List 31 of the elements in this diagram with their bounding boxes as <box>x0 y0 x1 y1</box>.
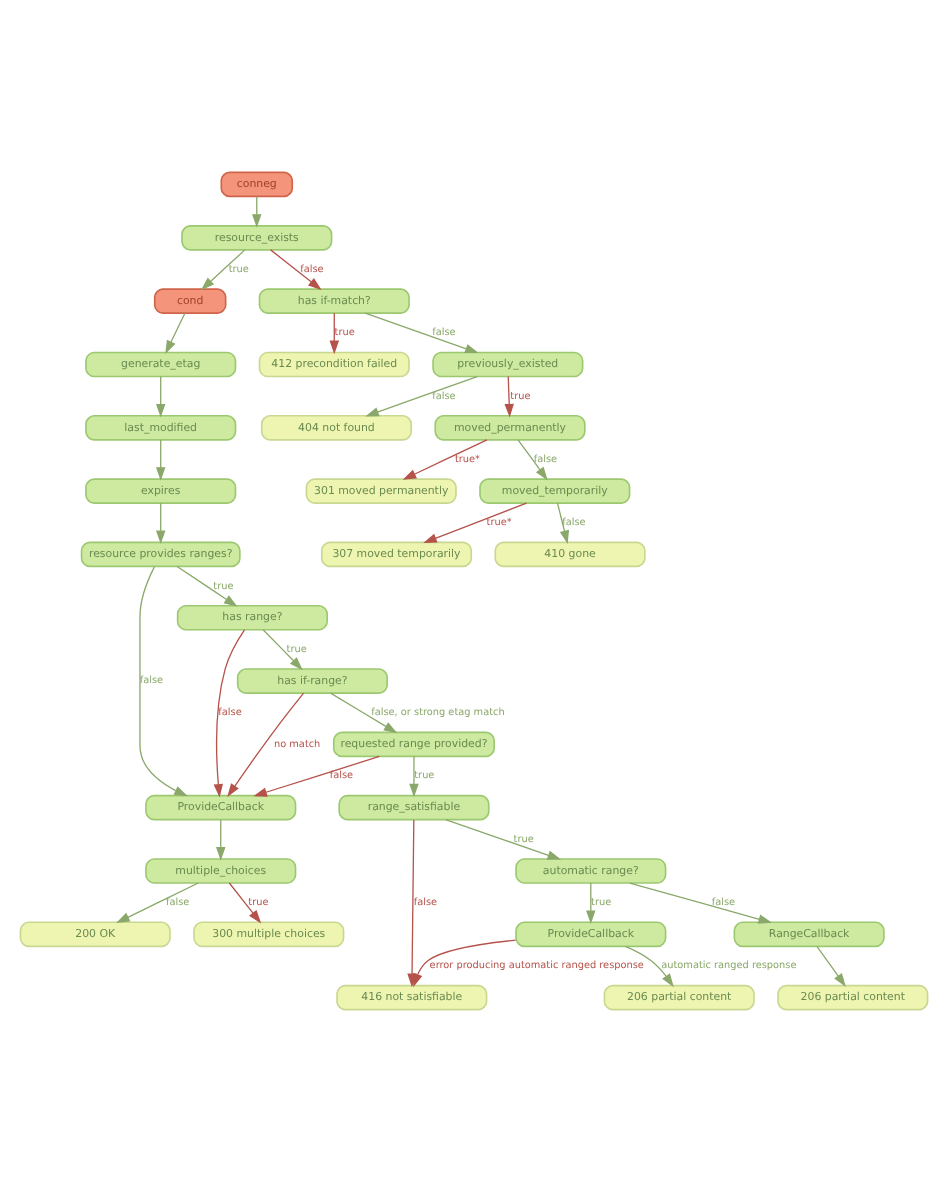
arrow <box>165 311 186 353</box>
arrow <box>624 944 674 987</box>
arrow <box>269 248 322 290</box>
arrow <box>402 438 488 479</box>
arrow <box>227 691 305 797</box>
arrow <box>413 938 517 987</box>
arrow <box>155 374 166 417</box>
arrow <box>262 628 303 670</box>
arrow <box>504 374 514 417</box>
arrow <box>423 501 528 542</box>
arrow <box>253 754 381 796</box>
arrow <box>228 881 262 923</box>
arrow <box>365 374 478 416</box>
arrow <box>216 818 226 860</box>
arrow <box>816 944 846 986</box>
arrow <box>629 881 772 923</box>
arrow <box>586 881 596 923</box>
arrow <box>155 501 166 544</box>
arrow <box>556 501 570 544</box>
arrow <box>444 818 562 859</box>
arrow <box>329 311 339 354</box>
arrow <box>213 628 246 797</box>
arrow <box>139 565 188 796</box>
arrow <box>329 691 398 733</box>
arrow <box>116 881 199 923</box>
arrow <box>409 754 419 797</box>
arrow <box>364 311 479 353</box>
arrow <box>200 248 246 290</box>
arrow <box>517 438 548 480</box>
arrow <box>155 438 166 480</box>
arrow <box>176 564 238 606</box>
